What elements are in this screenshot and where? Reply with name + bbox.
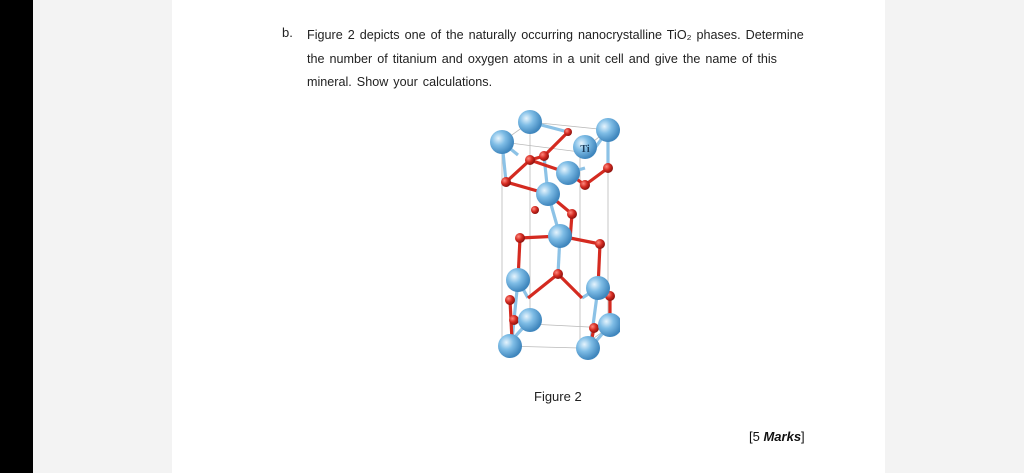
marks-close: ]: [801, 429, 805, 444]
oxygen-atoms: [501, 128, 615, 333]
question-label: b.: [282, 25, 293, 40]
question-line-2: the number of titanium and oxygen atoms …: [307, 51, 777, 66]
figure-caption: Figure 2: [534, 389, 582, 404]
left-black-bar: [0, 0, 33, 473]
ti-atom-label: Ti: [580, 144, 589, 155]
marks-open: [5: [749, 429, 764, 444]
document-page: b. Figure 2 depicts one of the naturally…: [172, 0, 885, 473]
marks-indicator: [5 Marks]: [749, 429, 805, 444]
marks-word: Marks: [763, 429, 802, 444]
question-text: Figure 2 depicts one of the naturally oc…: [307, 24, 810, 95]
question-line-1: Figure 2 depicts one of the naturally oc…: [307, 28, 804, 42]
titanium-atoms: [490, 110, 620, 360]
crystal-structure-figure: Ti: [490, 110, 620, 360]
question-line-3: mineral. Show your calculations.: [307, 75, 493, 89]
